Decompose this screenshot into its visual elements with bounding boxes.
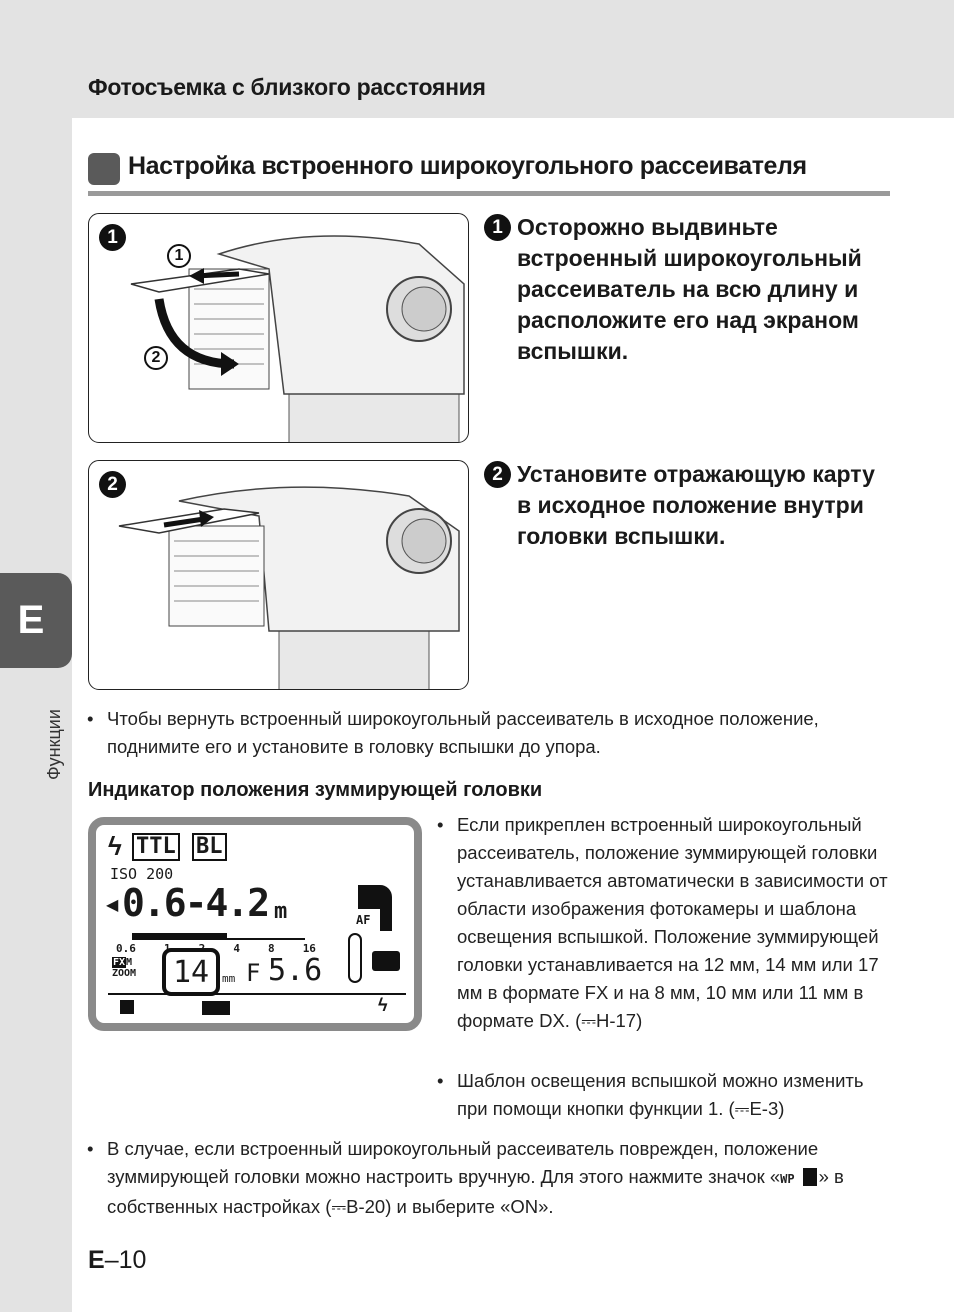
note-text: » в собственных настройках (⎓B-20) и выб…	[107, 1166, 844, 1217]
header-band	[0, 0, 954, 118]
note-text: В случае, если встроенный широкоугольный…	[107, 1138, 819, 1187]
note-text: Шаблон освещения вспышкой можно изменить…	[457, 1070, 864, 1119]
callout-1: 1	[167, 244, 191, 268]
bullet: •	[87, 708, 94, 729]
lcd-af: AF	[356, 913, 371, 927]
figure-badge: 2	[99, 471, 126, 498]
note-return-diffuser: • Чтобы вернуть встроенный широкоугольны…	[87, 705, 897, 761]
lcd-note-1: • Если прикреплен встроенный широкоуголь…	[437, 811, 897, 1035]
wide-panel-icon	[802, 1168, 817, 1186]
lcd-range: 0.6-4.2	[122, 881, 270, 925]
wp-label: WP	[780, 1172, 795, 1186]
zoom-label: ZOOM	[112, 968, 137, 979]
lcd-iso: ISO 200	[110, 865, 174, 883]
figure-step-2: 2	[88, 460, 469, 690]
lcd-mode-ttl: TTL	[132, 833, 180, 861]
lcd-note-2: • Шаблон освещения вспышкой можно измени…	[437, 1067, 897, 1123]
section-tab: E	[0, 573, 72, 668]
range-bar-track	[227, 938, 305, 940]
scale-label: 16	[302, 942, 316, 955]
page-number: E–10	[88, 1246, 146, 1275]
lcd-aperture-label: F	[246, 959, 261, 987]
light-pattern-icon	[202, 1001, 230, 1015]
lcd-mode-bl: BL	[192, 833, 227, 861]
scale-label: 0.6	[116, 942, 136, 955]
bullet: •	[437, 814, 444, 835]
step-1: 1 Осторожно выдвиньте встроенный широкоу…	[484, 212, 884, 367]
bullet: •	[437, 1070, 444, 1091]
lcd-aperture: 5.6	[268, 953, 323, 988]
lcd-range-unit: m	[274, 899, 288, 924]
figure-badge: 1	[99, 224, 126, 251]
note-text: Чтобы вернуть встроенный широкоугольный …	[107, 708, 819, 757]
af-illuminator-icon	[380, 909, 392, 931]
note-text: Если прикреплен встроенный широкоугольны…	[457, 814, 888, 1031]
scale-label: 8	[268, 942, 275, 955]
flash-icon: ϟ	[378, 995, 388, 1015]
lcd-zoom-value: 14	[172, 954, 210, 990]
figure-step-1: 1 1 2	[88, 213, 469, 443]
camera-icon	[372, 951, 400, 971]
lcd-zoom-unit: mm	[222, 972, 236, 985]
range-bar	[132, 933, 227, 940]
scale-label: 4	[233, 942, 240, 955]
subsection-title: Индикатор положения зуммирующей головки	[88, 779, 543, 801]
lcd-divider	[108, 993, 406, 995]
step-text: Установите отражающую карту в исходное п…	[517, 461, 875, 549]
page-letter: E	[88, 1246, 105, 1274]
page-digits: –10	[104, 1246, 147, 1274]
section-title: Настройка встроенного широкоугольного ра…	[128, 152, 807, 180]
step-2: 2 Установите отражающую карту в исходное…	[484, 459, 884, 552]
flash-mode-icon: ϟ	[108, 831, 122, 861]
m-label: M	[126, 957, 133, 968]
step-number: 2	[484, 461, 511, 488]
zoom-highlight: 14	[162, 948, 220, 996]
flash-head-illustration	[118, 486, 460, 689]
step-number: 1	[484, 214, 511, 241]
section-heading: Настройка встроенного широкоугольного ра…	[88, 152, 890, 196]
fx-label: FX	[112, 957, 127, 968]
bullet: •	[87, 1138, 94, 1159]
wide-panel-icon	[120, 1000, 134, 1014]
flash-head-illustration	[130, 235, 465, 442]
heading-square-icon	[88, 153, 120, 185]
flash-head-icon	[358, 885, 392, 909]
step-text: Осторожно выдвиньте встроенный широкоуго…	[517, 214, 862, 364]
range-arrow-icon: ◀	[106, 897, 119, 914]
section-label: Функции	[44, 709, 64, 780]
battery-thermometer-icon	[348, 933, 362, 983]
running-title: Фотосъемка с близкого расстояния	[88, 74, 486, 100]
side-band	[0, 118, 72, 1312]
callout-2: 2	[144, 346, 168, 370]
note-manual-zoom: • В случае, если встроенный широкоугольн…	[87, 1135, 897, 1221]
